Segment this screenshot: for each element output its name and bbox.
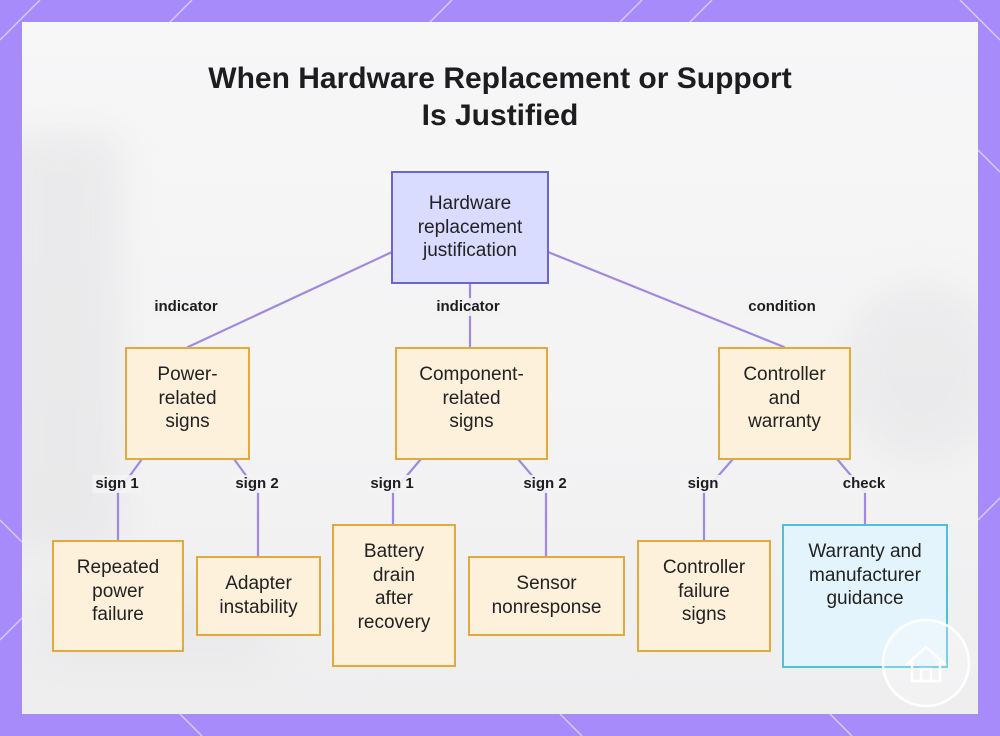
- edge-power-adapter: [232, 457, 260, 558]
- node-root-line: replacement: [417, 216, 523, 238]
- node-root-line: Hardware: [428, 193, 512, 215]
- diagram-title: When Hardware Replacement or Support Is …: [150, 60, 850, 134]
- edge-label-component-battery: sign 1: [367, 475, 417, 493]
- node-battery-line: Battery: [363, 541, 425, 562]
- background-blur-shape: [842, 282, 978, 462]
- node-warranty-guidance: Warranty and manufacturer guidance: [782, 524, 948, 668]
- edge-label-power-adapter: sign 2: [232, 475, 282, 493]
- node-repeated-line: failure: [92, 604, 144, 625]
- node-repeated-line: power: [92, 580, 144, 602]
- node-controller-failure-signs: Controller failure signs: [637, 540, 771, 652]
- node-adapter-instability: Adapter instability: [196, 556, 321, 636]
- node-warranty-line: Warranty and: [808, 541, 922, 562]
- node-root: Hardware replacement justification: [391, 171, 549, 284]
- node-power-signs: Power- related signs: [125, 347, 250, 460]
- node-ctrl-fail-line: Controller: [662, 557, 746, 578]
- node-battery-line: recovery: [357, 611, 431, 633]
- node-controller-warranty: Controller and warranty: [718, 347, 851, 460]
- node-adapter-line: Adapter: [225, 573, 292, 594]
- edge-power-repeated: [116, 457, 144, 542]
- house-icon: [881, 618, 971, 708]
- node-component-line: signs: [449, 411, 494, 432]
- node-power-line: signs: [165, 411, 210, 432]
- node-sensor-nonresponse: Sensor nonresponse: [468, 556, 625, 636]
- edge-label-component-sensor: sign 2: [520, 475, 570, 493]
- edge-label-root-controller: condition: [745, 298, 819, 316]
- node-sensor-line: nonresponse: [491, 596, 602, 618]
- edge-label-root-power: indicator: [151, 298, 221, 316]
- title-line-2: Is Justified: [421, 99, 579, 132]
- node-warranty-line: manufacturer: [809, 564, 921, 586]
- node-sensor-line: Sensor: [516, 573, 577, 594]
- node-adapter-line: instability: [219, 596, 298, 618]
- edge-label-power-repeated: sign 1: [92, 475, 142, 493]
- node-battery-line: drain: [372, 564, 416, 586]
- node-ctrl-fail-line: failure: [678, 580, 730, 602]
- node-controller-line: warranty: [748, 411, 821, 432]
- node-root-line: justification: [423, 240, 517, 262]
- edge-label-controller-ctrl-fail: sign: [684, 475, 722, 493]
- node-warranty-line: guidance: [826, 588, 904, 609]
- edge-root-controller: [546, 250, 786, 349]
- node-repeated-line: Repeated: [76, 557, 160, 578]
- node-component-line: Component-: [419, 364, 524, 385]
- edge-root-power: [186, 250, 394, 349]
- title-line-1: When Hardware Replacement or Support: [208, 62, 792, 95]
- node-power-line: Power-: [157, 364, 218, 385]
- node-ctrl-fail-line: signs: [681, 604, 727, 625]
- node-controller-line: and: [768, 387, 801, 409]
- node-component-line: related: [442, 387, 501, 409]
- edge-component-sensor: [516, 457, 548, 558]
- node-battery-drain: Battery drain after recovery: [332, 524, 456, 667]
- edge-label-root-component: indicator: [433, 298, 503, 316]
- node-controller-line: Controller: [743, 364, 826, 385]
- node-component-signs: Component- related signs: [395, 347, 548, 460]
- edge-controller-ctrl-fail: [702, 457, 735, 542]
- node-battery-line: after: [374, 588, 413, 609]
- node-repeated-power-failure: Repeated power failure: [52, 540, 184, 652]
- node-power-line: related: [158, 387, 217, 409]
- edge-label-controller-warranty: check: [839, 475, 889, 493]
